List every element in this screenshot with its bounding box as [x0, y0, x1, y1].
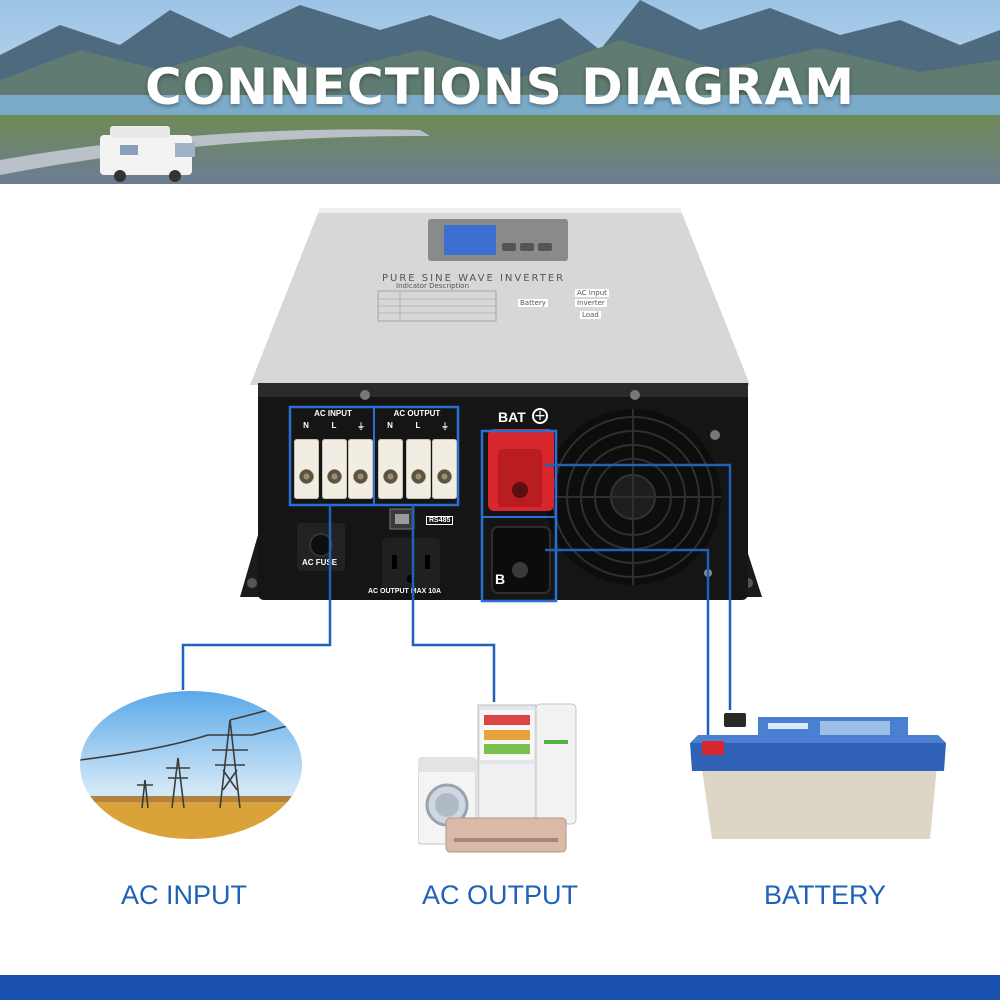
- flow-label-inverter: Inverter: [575, 299, 607, 307]
- battery-negative-line: [545, 548, 710, 750]
- terminal-screw: [294, 439, 319, 499]
- terminal-screw: [322, 439, 347, 499]
- inverter-body: [240, 208, 762, 603]
- home-appliances-image: [418, 703, 577, 853]
- inverter-unit: PURE SINE WAVE INVERTER Indicator Descri…: [230, 205, 770, 615]
- footer-bar: [0, 975, 1000, 1000]
- gel-battery-image: [690, 713, 946, 839]
- flow-label-ac-input: AC Input: [575, 289, 609, 297]
- ac-output-max-label: AC OUTPUT MAX 10A: [368, 588, 442, 595]
- ac-output-line: [411, 505, 496, 702]
- terminal-label-l: L: [331, 421, 337, 430]
- terminal-screw: [348, 439, 373, 499]
- indicator-description-label: Indicator Description: [396, 282, 470, 290]
- bat-negative-label: B: [495, 571, 506, 587]
- ac-output-terminal-header: AC OUTPUT: [393, 409, 441, 418]
- landscape-background: [0, 0, 1000, 184]
- flow-label-load: Load: [580, 311, 601, 319]
- terminal-label-l: L: [415, 421, 421, 430]
- terminal-label-ground: ⏚: [357, 422, 365, 431]
- battery-caption: BATTERY: [763, 880, 887, 910]
- ac-fuse-label: AC FUSE: [302, 558, 338, 567]
- ac-input-caption: AC INPUT: [120, 880, 247, 910]
- terminal-label-n: N: [303, 421, 309, 430]
- terminal-screw: [432, 439, 457, 499]
- terminal-screw: [406, 439, 431, 499]
- battery-positive-line: [545, 463, 732, 710]
- ac-input-line: [181, 505, 332, 690]
- terminal-label-ground: ⏚: [441, 422, 449, 431]
- terminal-label-n: N: [387, 421, 393, 430]
- header-banner: CONNECTIONS DIAGRAM: [0, 0, 1000, 184]
- rs485-label: RS485: [426, 516, 454, 525]
- power-tower-image: [80, 691, 302, 839]
- page-title: CONNECTIONS DIAGRAM: [144, 58, 855, 116]
- flow-label-battery: Battery: [518, 299, 548, 307]
- terminal-screw: [378, 439, 403, 499]
- bat-positive-clamp: [488, 429, 554, 511]
- ac-output-caption: AC OUTPUT: [421, 880, 578, 910]
- panel-title: PURE SINE WAVE INVERTER: [382, 273, 566, 284]
- ac-input-terminal-header: AC INPUT: [314, 409, 352, 418]
- plus-icon: +: [532, 408, 548, 424]
- camper-van-image: [100, 126, 195, 182]
- bat-positive-label: BAT: [498, 409, 526, 425]
- bat-negative-clamp: [491, 526, 551, 594]
